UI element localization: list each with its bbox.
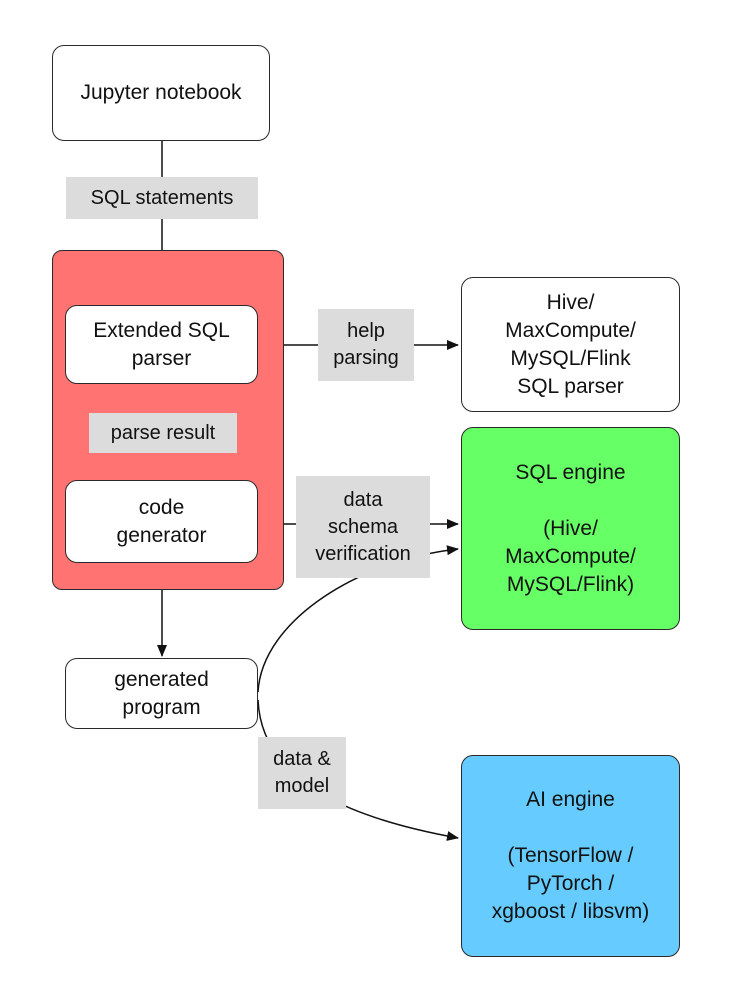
generated-program-node: generated program [65,658,258,729]
edge-label-schema-verification: data schema verification [296,476,430,578]
sql-engine-node: SQL engine (Hive/ MaxCompute/ MySQL/Flin… [461,427,680,630]
extended-sql-parser-node: Extended SQL parser [65,305,258,384]
edge-label-help-parsing: help parsing [318,309,414,381]
edge-label-parse-result: parse result [89,413,237,453]
jupyter-notebook-node: Jupyter notebook [52,45,270,141]
edge-label-sql-statements: SQL statements [66,177,258,219]
code-generator-node: code generator [65,480,258,563]
ai-engine-node: AI engine (TensorFlow / PyTorch / xgboos… [461,755,680,957]
external-sql-parser-node: Hive/ MaxCompute/ MySQL/Flink SQL parser [461,277,680,412]
edge-label-data-and-model: data & model [258,737,346,809]
